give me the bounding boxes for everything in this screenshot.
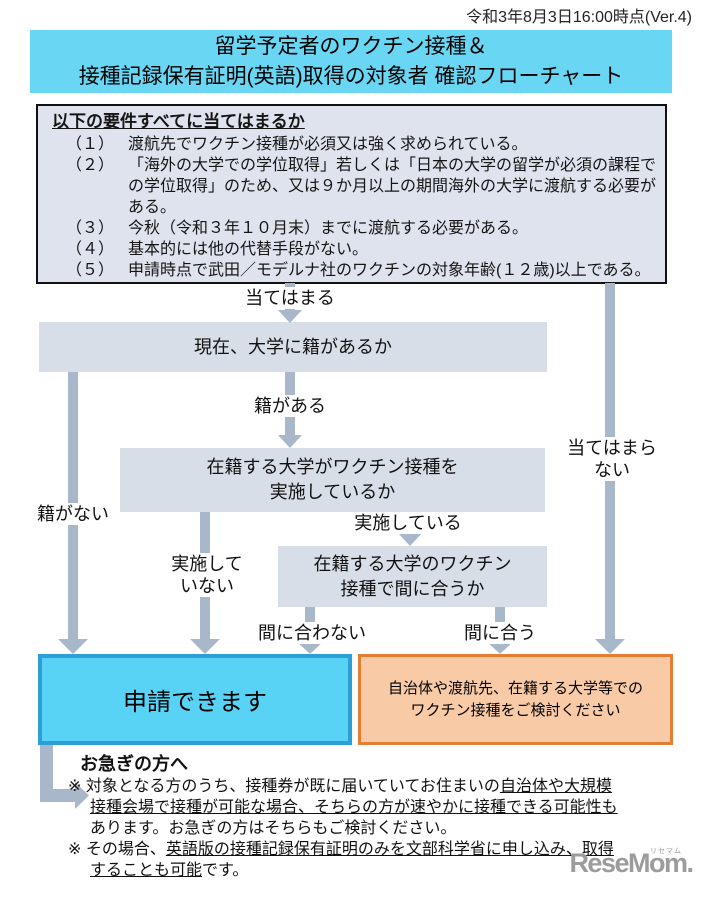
urgent-heading: お急ぎの方へ [80,754,188,774]
question-box-in-time: 在籍する大学のワクチン 接種で間に合うか [278,546,547,607]
question-box-university-vaccination: 在籍する大学がワクチン接種を 実施しているか [120,448,545,512]
date-version-text: 令和3年8月3日16:00時点(Ver.4) [466,9,692,26]
requirement-item-2: （２） 「海外の大学での学位取得」若しくは「日本の大学の留学が必須の課程での学位… [52,155,657,218]
item-number: （５） [66,262,115,279]
item-number: （４） [66,241,115,258]
arrow-head-icon [58,639,88,654]
label-line-1: 当てはまら [567,438,657,458]
item-text: 渡航先でワクチン接種が必須又は強く求められている。 [128,136,528,153]
arrow-head-icon [398,533,422,546]
note-1-line-1: ※ 対象となる方のうち、接種券が既に届いていてお住まいの自治体や大規模 [68,778,612,795]
question-text-line-1: 在籍する大学がワクチン接種を [206,457,459,477]
label-applies: 当てはまる [242,287,338,309]
label-line-2: いない [180,576,234,596]
question-box-enrollment: 現在、大学に籍があるか [39,322,547,372]
label-in-time: 間に合う [461,622,539,644]
item-text: 基本的には他の代替手段がない。 [128,241,369,258]
note-2-line-1: ※ その場合、英語版の接種記録保有証明のみを文部科学省に申し込み、取得 [68,841,614,858]
title-banner: 留学予定者のワクチン接種＆ 接種記録保有証明(英語)取得の対象者 確認フローチャ… [30,30,672,93]
label-implementing: 実施している [351,512,465,534]
title-line-1: 留学予定者のワクチン接種＆ [214,34,488,58]
urgent-notes: ※ 対象となる方のうち、接種券が既に届いていてお住まいの自治体や大規模 接種会場… [68,776,680,881]
result-apply-text: 申請できます [123,689,267,716]
resemom-logo: リセマム ReseMom. [569,848,694,879]
label-line-2: ない [593,460,630,480]
note-2-line-2: することも可能です。 [90,862,249,879]
label-not-enrolled: 籍がない [34,503,112,525]
result-other-box: 自治体や渡航先、在籍する大学等での ワクチン接種をご検討ください [358,654,673,745]
item-number: （２） [66,157,115,174]
question-text-line-2: 接種で間に合うか [340,578,485,599]
question-text-line-2: 実施しているか [269,482,396,502]
logo-text: ReseMom [569,848,688,878]
elbow-horizontal [40,789,76,802]
logo-ruby-text: リセマム [650,848,682,855]
label-line-1: 実施して [171,554,243,574]
label-enrolled: 籍がある [251,395,329,417]
arrow-head-icon [278,310,302,323]
elbow-vertical [40,745,53,802]
result-other-line-1: 自治体や渡航先、在籍する大学等での [387,679,643,697]
note-1-line-3: あります。お急ぎの方はそちらもご検討ください。 [90,820,457,837]
item-number: （３） [66,220,115,237]
requirements-box: 以下の要件すべてに当てはまるか （１） 渡航先でワクチン接種が必須又は強く求めら… [36,104,667,284]
note-1-line-2: 接種会場で接種が可能な場合、そちらの方が速やかに接種できる可能性も [90,799,618,816]
requirement-item-1: （１） 渡航先でワクチン接種が必須又は強く求められている。 [52,134,657,155]
label-not-implementing: 実施して いない [168,553,246,597]
arrow-head-icon [278,435,302,448]
logo-period: . [686,848,694,878]
requirements-heading: 以下の要件すべてに当てはまるか [52,112,305,131]
label-not-applicable: 当てはまら ない [564,437,660,481]
requirement-item-3: （３） 今秋（令和３年１０月末）までに渡航する必要がある。 [52,218,657,239]
result-apply-box: 申請できます [38,654,352,745]
item-number: （１） [66,136,115,153]
title-line-2: 接種記録保有証明(英語)取得の対象者 確認フローチャート [78,64,624,88]
arrow-head-icon [595,639,625,654]
arrow-head-icon [190,639,220,654]
result-other-line-2: ワクチン接種をご検討ください [410,701,621,719]
requirement-item-5: （５） 申請時点で武田／モデルナ社のワクチンの対象年齢(１２歳)以上である。 [52,260,657,281]
label-not-in-time: 間に合わない [255,622,369,644]
item-text: 「海外の大学での学位取得」若しくは「日本の大学の留学が必須の課程での学位取得」の… [128,157,657,216]
question-text-line-1: 在籍する大学のワクチン [313,553,512,574]
question-text: 現在、大学に籍があるか [194,336,392,357]
item-text: 今秋（令和３年１０月末）までに渡航する必要がある。 [128,220,529,237]
item-text: 申請時点で武田／モデルナ社のワクチンの対象年齢(１２歳)以上である。 [128,262,651,279]
requirement-item-4: （４） 基本的には他の代替手段がない。 [52,239,657,260]
